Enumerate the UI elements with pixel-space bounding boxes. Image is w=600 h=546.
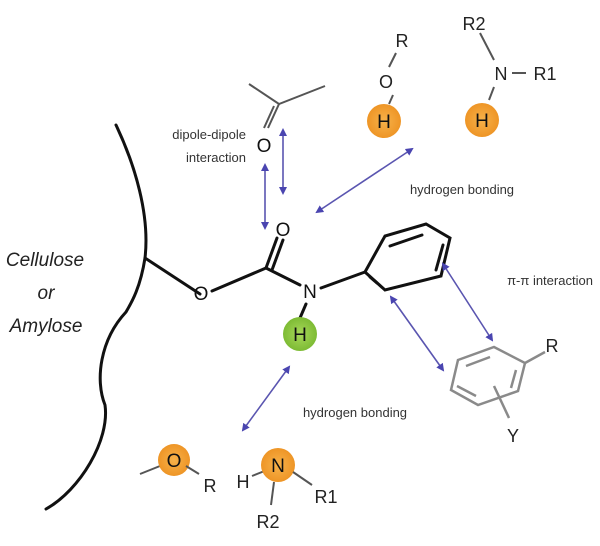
ester-oxygen: O bbox=[194, 284, 209, 305]
carbamate-selector: O O N H bbox=[194, 220, 452, 351]
amide-hydrogen: H bbox=[293, 325, 307, 346]
amine-bottom-nitrogen: N bbox=[271, 456, 285, 477]
pi-arrow-1 bbox=[441, 262, 494, 342]
aromatic-r: R bbox=[546, 336, 559, 356]
hbond-label-top: hydrogen bonding bbox=[410, 182, 514, 197]
hbond-label-bottom: hydrogen bonding bbox=[303, 405, 407, 420]
amine-analyte-bottom: H N R1 R2 bbox=[237, 448, 338, 532]
alcohol-hydrogen: H bbox=[377, 112, 391, 133]
polymer-label-line2: or bbox=[38, 283, 56, 304]
hbond-arrow-bottom bbox=[241, 365, 291, 432]
pi-pi-label: π-π interaction bbox=[507, 273, 593, 288]
amine-top-r2: R2 bbox=[462, 14, 485, 34]
alcohol-r: R bbox=[396, 31, 409, 51]
dipole-label-line2: interaction bbox=[186, 150, 246, 165]
polymer-label-line3: Amylose bbox=[9, 316, 83, 337]
carbonyl-oxygen: O bbox=[276, 220, 291, 241]
hbond-arrow-top bbox=[315, 147, 414, 214]
alcohol-analyte: R O H bbox=[367, 31, 409, 138]
amine-bottom-n-highlight bbox=[261, 448, 295, 482]
amide-h-highlight bbox=[283, 317, 317, 351]
amine-top-nitrogen: N bbox=[495, 64, 508, 84]
amide-nitrogen: N bbox=[303, 282, 317, 303]
amine-top-r1: R1 bbox=[533, 64, 556, 84]
amine-bottom-r1: R1 bbox=[314, 487, 337, 507]
ether-r: R bbox=[204, 476, 217, 496]
ether-o-highlight bbox=[158, 444, 190, 476]
polymer-label: Cellulose or Amylose bbox=[6, 250, 84, 337]
amine-analyte-top: R2 N R1 H bbox=[462, 14, 557, 137]
alcohol-oxygen: O bbox=[379, 72, 393, 92]
amine-top-h-highlight bbox=[465, 103, 499, 137]
amine-top-hydrogen: H bbox=[475, 111, 489, 132]
polymer-label-line1: Cellulose bbox=[6, 250, 84, 271]
ether-oxygen: O bbox=[167, 451, 182, 472]
amine-bottom-r2: R2 bbox=[256, 512, 279, 532]
ketone-oxygen: O bbox=[257, 136, 272, 157]
dipole-label-line1: dipole-dipole bbox=[172, 127, 246, 142]
aromatic-analyte: R Y bbox=[449, 336, 559, 446]
polymer-backbone bbox=[44, 123, 202, 511]
pi-arrow-2 bbox=[389, 295, 445, 372]
ether-analyte: O R bbox=[139, 444, 217, 496]
amine-bottom-hydrogen: H bbox=[237, 472, 250, 492]
alcohol-h-highlight bbox=[367, 104, 401, 138]
aromatic-y: Y bbox=[507, 426, 519, 446]
phenyl-ring bbox=[363, 222, 452, 292]
ketone-analyte: O bbox=[248, 83, 326, 157]
